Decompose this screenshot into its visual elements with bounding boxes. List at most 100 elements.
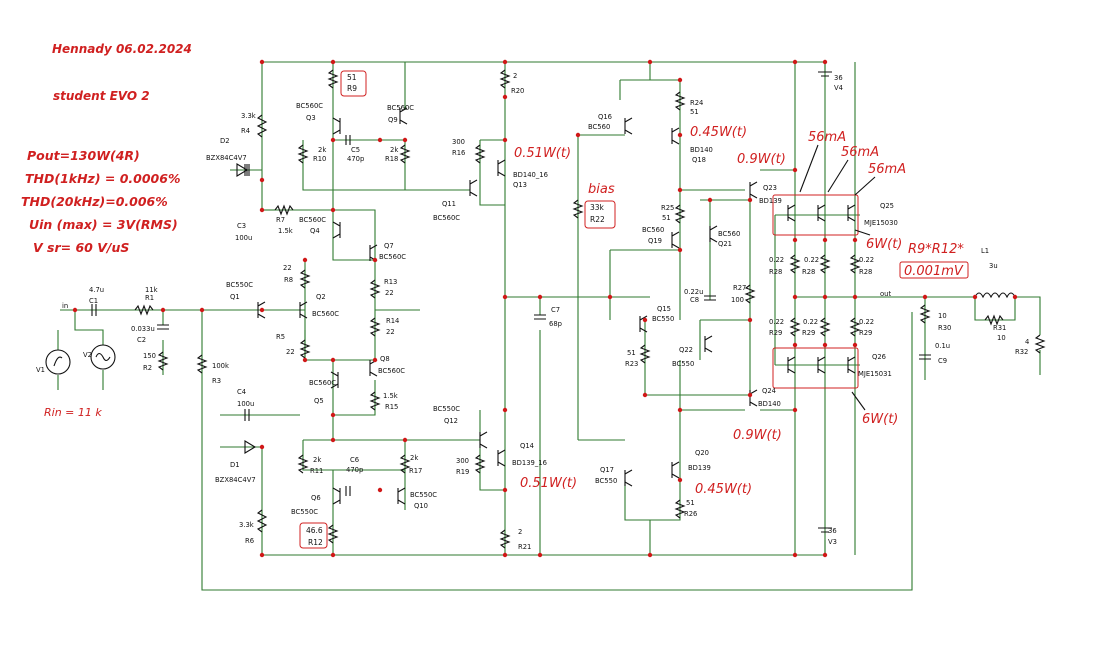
- resistor-r29b: [819, 317, 831, 337]
- label-r27: R27: [733, 284, 746, 292]
- label-c6-val: 470p: [346, 466, 363, 474]
- label-d1-type: BZX84C4V7: [215, 476, 256, 484]
- label-q1: Q1: [230, 293, 240, 301]
- label-r6-val: 3.3k: [239, 521, 254, 529]
- label-q4-type: BC560C: [299, 216, 326, 224]
- label-r13-val: 22: [385, 289, 394, 297]
- label-q22-type: BC550: [672, 360, 694, 368]
- resistor-r29a: [789, 317, 801, 337]
- r9-r12-note: R9*R12*: [908, 242, 964, 257]
- q14-power-note: 0.51W(t): [520, 476, 577, 491]
- zener-d1: [244, 440, 257, 454]
- resistor-r14: [369, 317, 381, 337]
- label-r21: R21: [518, 543, 531, 551]
- current-note-3: 56mA: [868, 162, 906, 177]
- label-q15-type: BC550: [652, 315, 674, 323]
- resistor-r31: [984, 314, 1004, 326]
- project-name: student EVO 2: [53, 89, 150, 103]
- resistor-r1: [134, 304, 154, 316]
- resistor-r12: [327, 524, 339, 544]
- label-q19: Q19: [648, 237, 662, 245]
- label-q2: Q2: [316, 293, 326, 301]
- label-r30-val: 10: [938, 312, 947, 320]
- label-l1: L1: [981, 247, 989, 255]
- label-r20: R20: [511, 87, 524, 95]
- label-q12: Q12: [444, 417, 458, 425]
- label-q16-type: BC560: [588, 123, 610, 131]
- label-q24: Q24: [762, 387, 776, 395]
- label-r15-val: 1.5k: [383, 392, 398, 400]
- resistor-r10: [297, 144, 309, 164]
- resistor-r17: [399, 454, 411, 474]
- label-r8: R8: [284, 276, 293, 284]
- capacitor-c7: [534, 314, 546, 320]
- capacitor-c5: [345, 135, 351, 145]
- components: [45, 69, 1046, 549]
- bias-note: bias: [588, 182, 615, 197]
- label-r30: R30: [938, 324, 951, 332]
- spec-pout: Pout=130W(4R): [27, 148, 140, 163]
- label-r28c: R28: [859, 268, 872, 276]
- label-r20-val: 2: [513, 72, 517, 80]
- resistor-r3: [196, 354, 208, 374]
- label-r26-val: 51: [686, 499, 695, 507]
- label-r11-val: 2k: [313, 456, 321, 464]
- label-c5: C5: [351, 146, 360, 154]
- resistor-r29c: [849, 317, 861, 337]
- label-c6: C6: [350, 456, 359, 464]
- label-r2: R2: [143, 364, 152, 372]
- label-c2: C2: [137, 336, 146, 344]
- resistor-r2: [157, 351, 169, 371]
- label-r25: R25: [661, 204, 674, 212]
- spec-slew: V sr= 60 V/uS: [33, 240, 129, 255]
- capacitor-c3: [244, 164, 250, 176]
- resistor-r16: [474, 144, 486, 164]
- label-q17: Q17: [600, 466, 614, 474]
- label-r31-val: 10: [997, 334, 1006, 342]
- resistor-r8: [299, 269, 311, 289]
- label-r23-val: 51: [627, 349, 636, 357]
- label-r7-val: 1.5k: [278, 227, 293, 235]
- label-r5: R5: [276, 333, 285, 341]
- label-c9-val: 0.1u: [935, 342, 950, 350]
- resistor-r5: [299, 339, 311, 359]
- label-r4: R4: [241, 127, 250, 135]
- label-r21-val: 2: [518, 528, 522, 536]
- label-q9-type: BC560C: [387, 104, 414, 112]
- q26-power-note: 6W(t): [862, 412, 898, 427]
- label-r17: R17: [409, 467, 422, 475]
- label-r29c: R29: [859, 329, 872, 337]
- label-q14-type: BD139_16: [512, 459, 547, 467]
- label-c2-val: 0.033u: [131, 325, 155, 333]
- label-c4: C4: [237, 388, 246, 396]
- spec-uin: Uin (max) = 3V(RMS): [29, 217, 178, 232]
- label-r10-val: 2k: [318, 146, 326, 154]
- resistor-r30: [919, 304, 931, 324]
- label-q6: Q6: [311, 494, 321, 502]
- resistor-r13: [369, 279, 381, 299]
- label-q1-type: BC550C: [226, 281, 253, 289]
- label-q23: Q23: [763, 184, 777, 192]
- label-c8: C8: [690, 296, 699, 304]
- resistor-r23: [639, 344, 651, 364]
- resistor-r24: [674, 91, 686, 111]
- resistor-r22: [572, 199, 584, 219]
- label-in: in: [62, 302, 68, 310]
- resistor-r20: [499, 69, 511, 89]
- label-c3: C3: [237, 222, 246, 230]
- capacitor-c4: [244, 409, 250, 421]
- label-r3: R3: [212, 377, 221, 385]
- label-q7: Q7: [384, 242, 394, 250]
- author-date: Hennady 06.02.2024: [52, 42, 192, 56]
- capacitor-c1: [91, 304, 97, 316]
- label-r29a-val: 0.22: [769, 318, 784, 326]
- label-c7: C7: [551, 306, 560, 314]
- label-r14: R14: [386, 317, 399, 325]
- label-r7: R7: [276, 216, 285, 224]
- zener-d2: [236, 163, 249, 177]
- source-v1: [45, 349, 71, 375]
- label-q12-type: BC550C: [433, 405, 460, 413]
- label-r27-val: 100: [731, 296, 744, 304]
- label-r5-val: 22: [286, 348, 295, 356]
